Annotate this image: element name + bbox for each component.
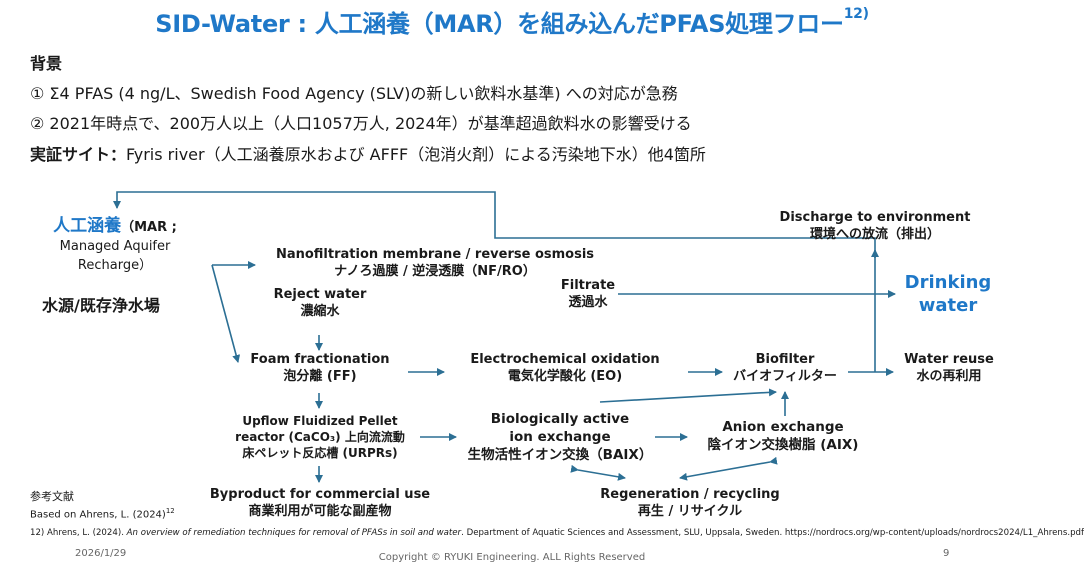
regen-node: Regeneration / recycling 再生 / リサイクル [580, 486, 800, 520]
background-item-1: ① Σ4 PFAS (4 ng/L、Swedish Food Agency (S… [30, 84, 678, 103]
discharge-node: Discharge to environment 環境への放流（排出） [760, 209, 990, 243]
drinking-1: Drinking [904, 272, 992, 293]
flow-arrows [113, 191, 896, 483]
byproduct-node: Byproduct for commercial use 商業利用が可能な副産物 [195, 486, 445, 520]
mar-en-2: Managed Aquifer [59, 239, 171, 254]
page-title: SID-Water : 人工涵養（MAR）を組み込んだPFAS処理フロー12) [0, 4, 1024, 39]
urpr-2: reactor (CaCO₃) 上向流流動 [235, 430, 405, 444]
reuse-jp: 水の再利用 [916, 369, 982, 384]
title-ref: 12) [843, 6, 869, 22]
arrow-baix-to-biofilter [599, 388, 777, 403]
byproduct-en: Byproduct for commercial use [209, 487, 431, 502]
footer-copyright: Copyright © RYUKI Engineering. ALL Right… [378, 552, 646, 563]
reference-full: 12) Ahrens, L. (2024). An overview of re… [30, 528, 1084, 538]
foam-en: Foam fractionation [250, 352, 390, 367]
footer-page: 9 [943, 548, 950, 559]
reference-label: 参考文献 [30, 490, 74, 503]
reference-num: 12) Ahrens, L. (2024). [30, 528, 127, 538]
reject-jp: 濃縮水 [300, 304, 340, 319]
foam-node: Foam fractionation 泡分離 (FF) [230, 351, 410, 385]
mar-jp: 人工涵養 [53, 216, 122, 236]
biofilter-node: Biofilter バイオフィルター [720, 351, 850, 385]
urpr-1: Upflow Fluidized Pellet [242, 414, 398, 428]
reference-based: Based on Ahrens, L. (2024) [30, 509, 166, 521]
reference-title: An overview of remediation techniques fo… [126, 528, 462, 538]
drinking-2: water [918, 295, 978, 316]
regen-jp: 再生 / リサイクル [637, 504, 743, 519]
discharge-jp: 環境への放流（排出） [809, 227, 940, 242]
reuse-node: Water reuse 水の再利用 [893, 351, 1005, 385]
aix-jp: 陰イオン交換樹脂 (AIX) [707, 437, 859, 453]
urpr-node: Upflow Fluidized Pellet reactor (CaCO₃) … [220, 413, 420, 461]
reference-rest: . Department of Aquatic Sciences and Ass… [461, 528, 1084, 538]
biofilter-en: Biofilter [755, 352, 815, 367]
arrow-source-to-foam [211, 264, 241, 363]
source-node: 水源/既存浄水場 [42, 296, 160, 315]
reference-based-sup: 12 [165, 507, 175, 515]
background-heading: 背景 [30, 54, 63, 73]
biofilter-jp: バイオフィルター [733, 369, 837, 384]
arrow-aix-regen [679, 456, 778, 481]
filtrate-jp: 透過水 [568, 295, 608, 310]
aix-node: Anion exchange 陰イオン交換樹脂 (AIX) [688, 418, 878, 454]
reuse-en: Water reuse [904, 352, 994, 367]
urpr-3: 床ペレット反応槽 (URPRs) [242, 446, 398, 460]
baix-1: Biologically active [490, 411, 630, 427]
site-text: Fyris river（人工涵養原水および AFFF（泡消火剤）による汚染地下水… [126, 145, 706, 164]
eo-jp: 電気化学酸化 (EO) [507, 369, 623, 384]
reject-en: Reject water [273, 287, 367, 302]
eo-en: Electrochemical oxidation [470, 352, 660, 367]
drinking-water-node: Drinking water [890, 271, 1006, 317]
byproduct-jp: 商業利用が可能な副産物 [248, 504, 392, 519]
discharge-en: Discharge to environment [779, 210, 971, 225]
mar-en-3: Recharge） [77, 258, 153, 273]
background-item-2: ② 2021年時点で、200万人以上（人口1057万人, 2024年）が基準超過… [30, 114, 692, 133]
footer-date: 2026/1/29 [75, 548, 127, 559]
eo-node: Electrochemical oxidation 電気化学酸化 (EO) [445, 351, 685, 385]
aix-en: Anion exchange [722, 419, 844, 435]
baix-3: 生物活性イオン交換（BAIX） [467, 447, 653, 463]
mar-node: 人工涵養（MAR ; Managed Aquifer Recharge） [30, 216, 200, 275]
regen-en: Regeneration / recycling [600, 487, 780, 502]
foam-jp: 泡分離 (FF) [283, 369, 357, 384]
nf-jp: ナノろ過膜 / 逆浸透膜（NF/RO） [334, 264, 536, 279]
filtrate-node: Filtrate 透過水 [548, 277, 628, 311]
nf-node: Nanofiltration membrane / reverse osmosi… [240, 246, 630, 280]
mar-en-1: （MAR ; [121, 220, 177, 235]
site-label: 実証サイト： [30, 145, 127, 164]
site-line: 実証サイト：Fyris river（人工涵養原水および AFFF（泡消火剤）によ… [30, 141, 706, 165]
reject-node: Reject water 濃縮水 [250, 286, 390, 320]
baix-2: ion exchange [509, 429, 611, 445]
filtrate-en: Filtrate [560, 278, 616, 293]
title-text: SID-Water : 人工涵養（MAR）を組み込んだPFAS処理フロー [155, 10, 844, 38]
arrow-baix-regen [570, 464, 626, 481]
nf-en: Nanofiltration membrane / reverse osmosi… [275, 247, 595, 262]
arrow-discharge-to-mar [113, 191, 876, 258]
reference-block: 参考文献 Based on Ahrens, L. (2024)12 [30, 489, 175, 522]
baix-node: Biologically active ion exchange 生物活性イオン… [455, 410, 665, 464]
